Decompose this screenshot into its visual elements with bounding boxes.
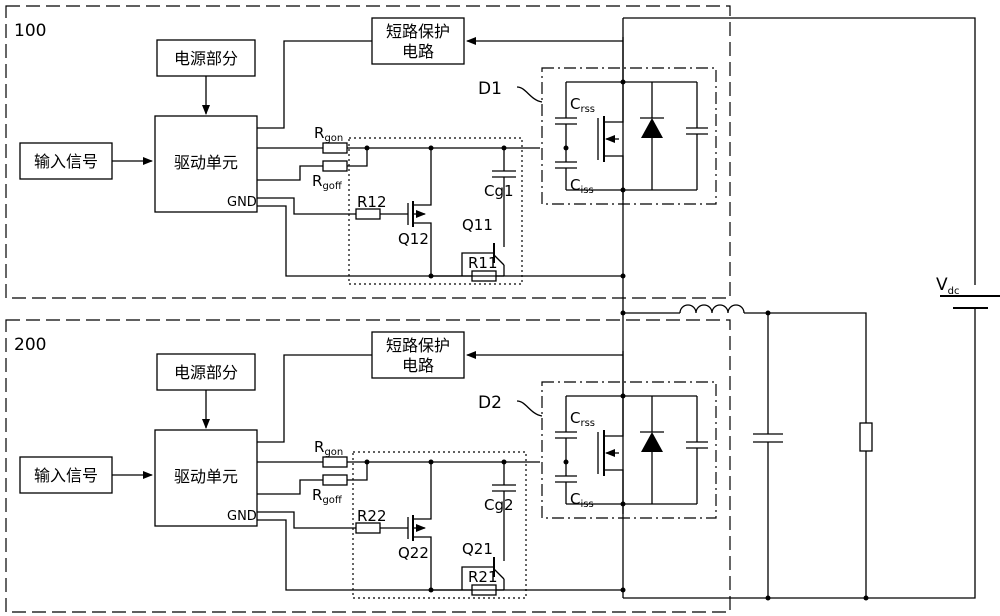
block-label: 200 xyxy=(14,335,46,355)
clamp-circuit-region xyxy=(352,451,527,599)
driver-unit-label: 驱动单元 xyxy=(174,153,238,172)
driver-unit-box xyxy=(154,115,258,213)
short-circuit-label-line2: 电路 xyxy=(402,356,434,375)
power-section-box xyxy=(156,353,256,391)
gnd-label: GND xyxy=(227,509,257,524)
short-circuit-protection-box xyxy=(371,331,465,379)
crss-label: Crss xyxy=(570,95,595,115)
input-signal-label: 输入信号 xyxy=(34,466,98,485)
driver-block-100: 100 电源部分 短路保护 电路 输入信号 驱动单元 GND Rgon Rgof… xyxy=(5,5,731,299)
q12-label: Q12 xyxy=(398,230,429,248)
rgon-label: Rgon xyxy=(314,438,343,458)
power-section-label: 电源部分 xyxy=(174,363,238,382)
gnd-label: GND xyxy=(227,195,257,210)
q11-label: Q11 xyxy=(462,216,493,234)
rgoff-label: Rgoff xyxy=(312,486,343,506)
cg-label: Cg2 xyxy=(484,496,514,514)
device-boundary xyxy=(541,67,717,205)
driver-unit-box xyxy=(154,429,258,527)
q21-label: Q21 xyxy=(462,540,493,558)
block-label: 100 xyxy=(14,21,46,41)
r11-label: R11 xyxy=(468,254,498,272)
device-label: D1 xyxy=(478,79,502,99)
power-section-box xyxy=(156,39,256,77)
short-circuit-label-line2: 电路 xyxy=(402,42,434,61)
block-boundary xyxy=(5,5,731,299)
r12-label: R12 xyxy=(357,193,387,211)
power-device-d2 xyxy=(516,351,717,519)
short-circuit-label-line1: 短路保护 xyxy=(386,22,450,41)
input-signal-label: 输入信号 xyxy=(34,152,98,171)
device-label: D2 xyxy=(478,393,502,413)
ciss-label: Ciss xyxy=(570,176,594,196)
q22-label: Q22 xyxy=(398,544,429,562)
rgoff-label: Rgoff xyxy=(312,172,343,192)
power-device-d1 xyxy=(516,37,717,205)
clamp-circuit-region xyxy=(348,137,523,285)
r21-label: R21 xyxy=(468,568,498,586)
device-boundary xyxy=(541,381,717,519)
driver-unit-label: 驱动单元 xyxy=(174,467,238,486)
cg-label: Cg1 xyxy=(484,182,514,200)
ciss-label: Ciss xyxy=(570,490,594,510)
short-circuit-label-line1: 短路保护 xyxy=(386,336,450,355)
vdc-label: Vdc xyxy=(936,275,960,297)
r22-label: R22 xyxy=(357,507,387,525)
crss-label: Crss xyxy=(570,409,595,429)
power-stage xyxy=(620,17,1000,601)
power-section-label: 电源部分 xyxy=(174,49,238,68)
driver-block-200: 200 电源部分 短路保护 电路 输入信号 驱动单元 GND Rgon Rgof… xyxy=(5,319,731,613)
block-boundary xyxy=(5,319,731,613)
rgon-label: Rgon xyxy=(314,124,343,144)
